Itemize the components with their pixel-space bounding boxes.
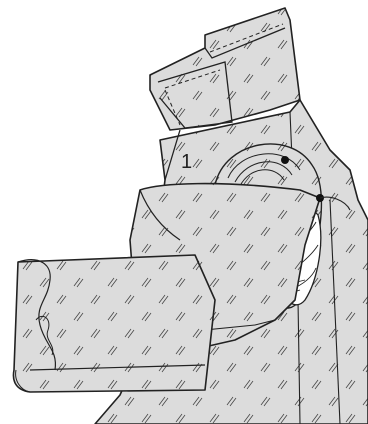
folded-sleeve-cuff [13,255,215,392]
match-point-upper [281,156,289,164]
collar [150,8,300,130]
step-number-label: 1 [181,152,192,172]
